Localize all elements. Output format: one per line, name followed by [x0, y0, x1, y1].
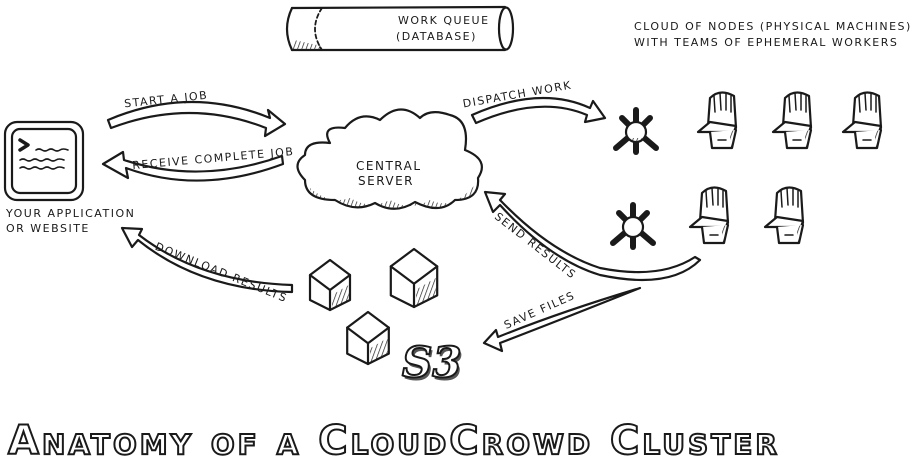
worker-hardhat-icon [688, 186, 730, 245]
receive-job-arrow [101, 150, 285, 182]
save-files-arrow [482, 286, 642, 353]
work-queue-label: Work Queue [398, 14, 490, 27]
cloud-nodes-label-line1: Cloud of nodes (physical machines) [634, 20, 912, 33]
work-queue-cylinder-icon [285, 5, 515, 52]
worker-hardhat-icon [771, 91, 813, 150]
s3-storage-cube-icon [308, 258, 352, 312]
diagram-title: Anatomy of a CloudCrowd Cluster [7, 417, 780, 465]
central-server-cloud-icon [296, 108, 483, 210]
download-results-arrow [120, 226, 294, 294]
node-machine-icon [613, 107, 659, 155]
central-server-label-line1: Central [356, 159, 422, 173]
central-server-label-line2: Server [358, 174, 415, 188]
worker-hardhat-icon [696, 91, 738, 150]
s3-storage-cube-icon [346, 310, 390, 366]
dispatch-work-arrow [470, 96, 607, 125]
work-queue-sublabel: (Database) [396, 30, 477, 43]
node-machine-icon [610, 202, 656, 250]
start-job-arrow [106, 100, 287, 138]
send-results-arrow [483, 190, 702, 282]
s3-storage-cube-icon [389, 247, 439, 309]
application-label-line2: or Website [6, 222, 90, 235]
worker-hardhat-icon [841, 91, 883, 150]
cloud-nodes-label-line2: with teams of ephemeral workers [634, 36, 899, 49]
application-label-line1: Your Application [6, 207, 136, 220]
application-window-icon [3, 120, 85, 202]
s3-label: S3 [401, 337, 463, 388]
worker-hardhat-icon [763, 186, 805, 245]
